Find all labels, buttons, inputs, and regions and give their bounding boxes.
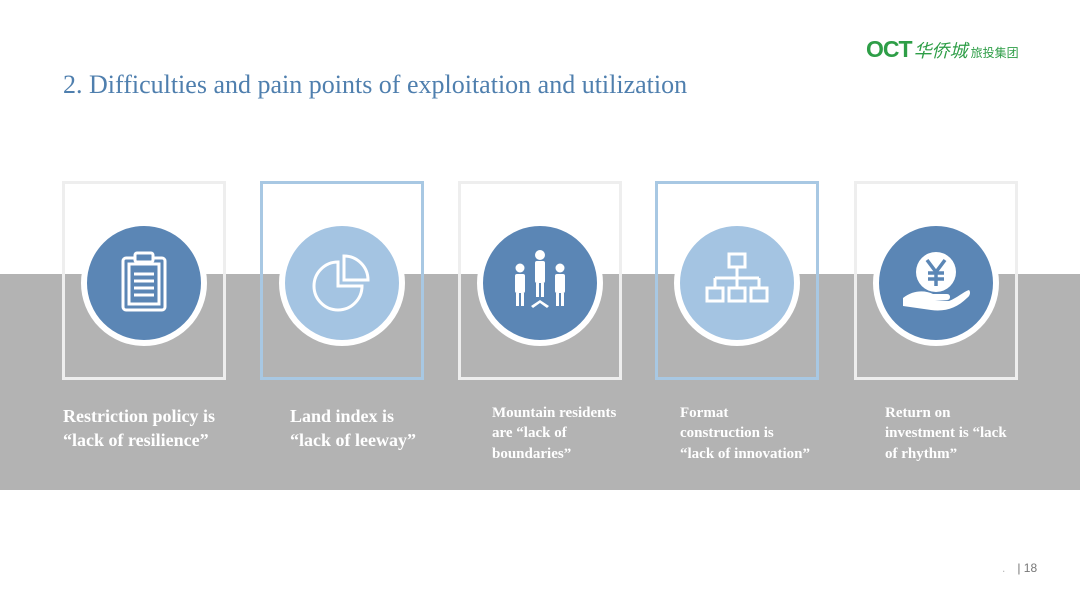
page-number: . | 18 [1002,561,1037,575]
company-logo: OCT 华侨城 旅投集团 [866,36,1019,63]
pie-chart-icon [312,254,370,312]
card-label-restriction-policy: Restriction policy is “lack of resilienc… [63,406,215,451]
logo-brand: OCT [866,36,913,62]
card-label-land-index: Land index is “lack of leeway” [290,406,416,451]
card-format-construction [655,181,819,380]
footer-dot: . [1002,561,1006,575]
card-return-on-investment [854,181,1018,380]
card-mountain-residents [458,181,622,380]
slide-title: 2. Difficulties and pain points of explo… [63,70,688,99]
clipboard-icon [121,251,167,312]
people-icon [515,250,565,308]
card-land-index [260,181,424,380]
card-label-mountain-residents: Mountain residents are “lack of boundari… [492,405,617,462]
logo-chinese-name: 华侨城 [913,41,968,62]
logo-chinese-sub: 旅投集团 [970,46,1019,60]
yen-hand-icon [903,252,971,311]
card-circle [279,220,405,346]
card-label-format-construction: Format construction is “lack of innovati… [680,405,811,462]
card-label-return-on-investment: Return on investment is “lack of rhythm” [885,405,1007,462]
card-circle [873,220,999,346]
card-circle [674,220,800,346]
hierarchy-icon [705,252,769,303]
card-circle [81,220,207,346]
card-restriction-policy [62,181,226,380]
page-number-text: | 18 [1017,561,1038,575]
card-circle [477,220,603,346]
